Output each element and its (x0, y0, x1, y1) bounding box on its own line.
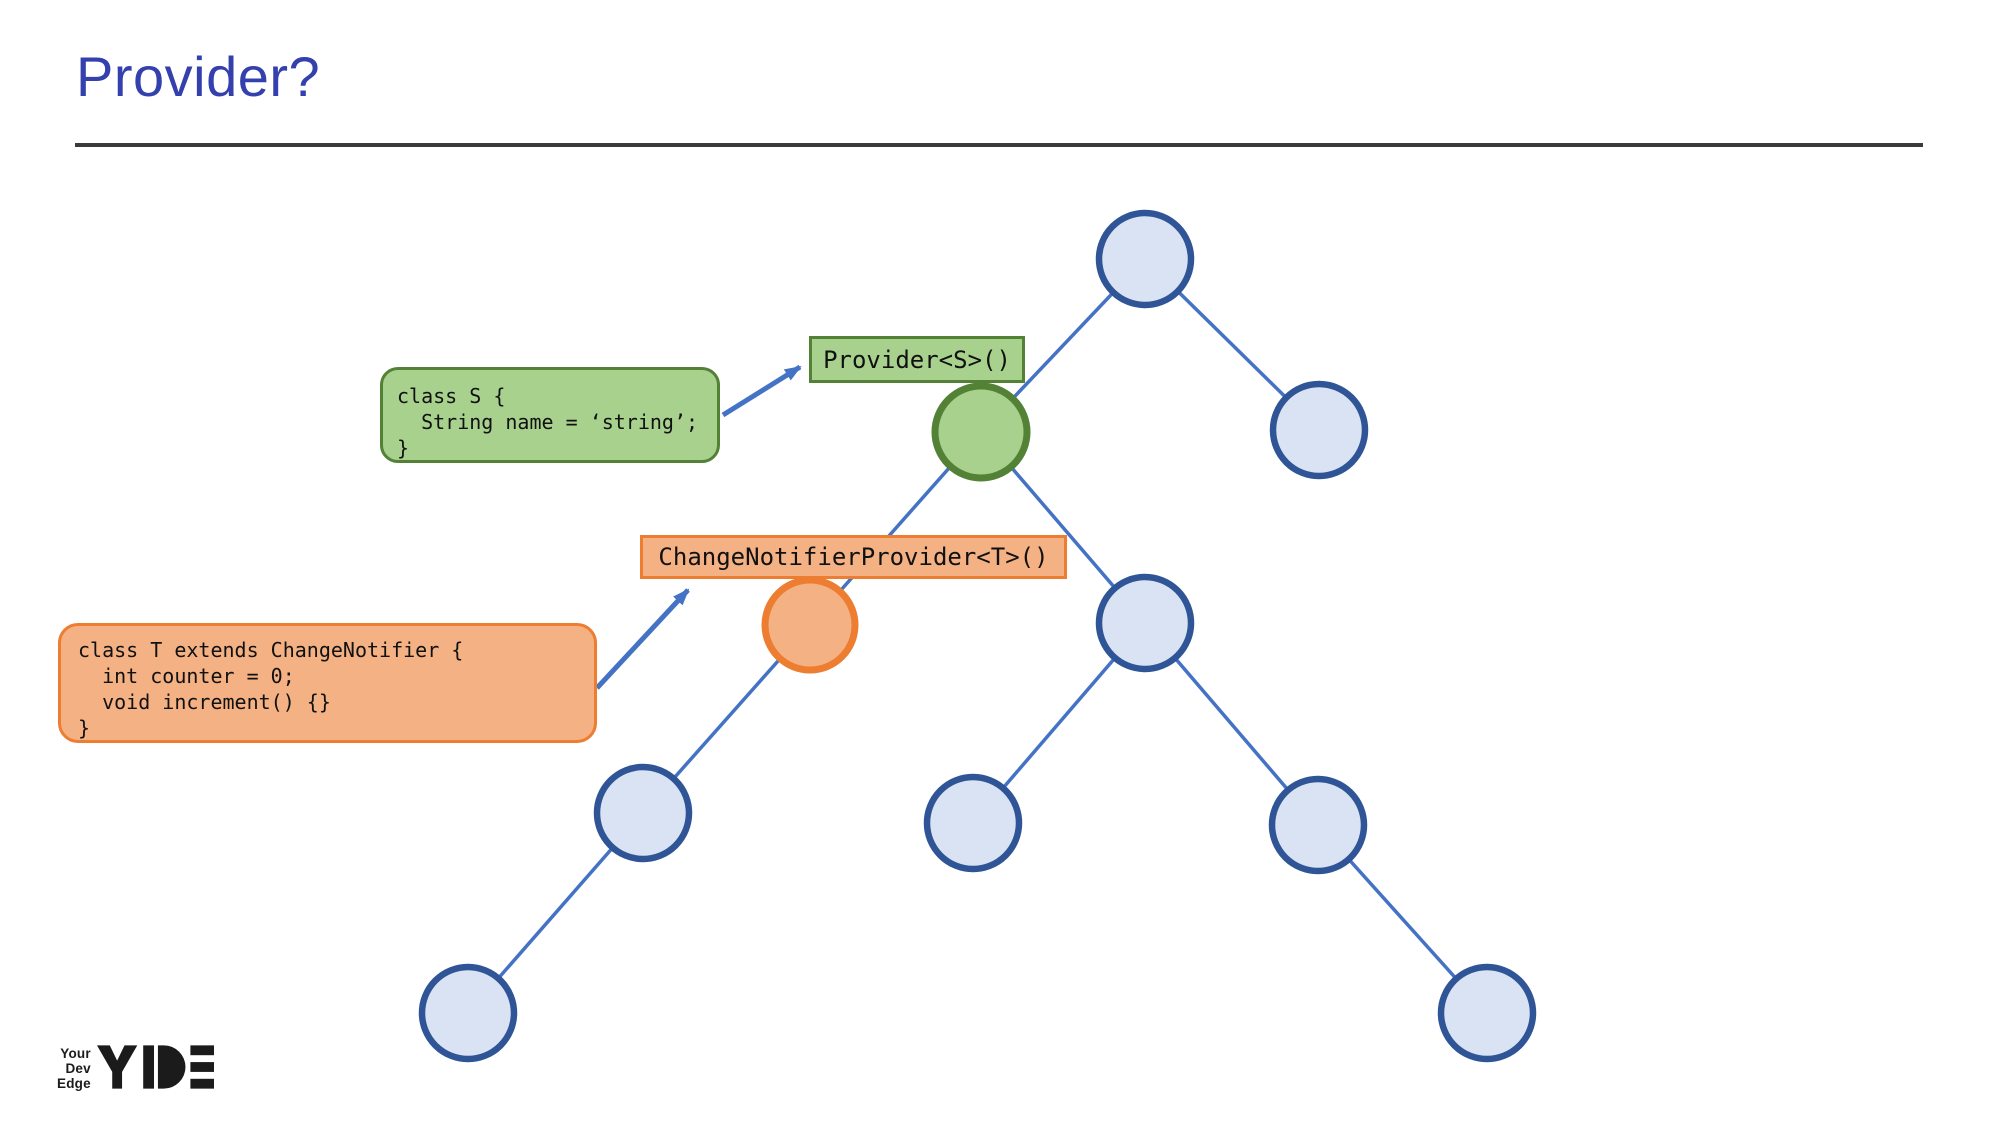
code-line: int counter = 0; (78, 664, 295, 688)
yde-logo: Your Dev Edge (57, 1045, 214, 1091)
tree-node-left (593, 763, 693, 863)
title-underline (75, 143, 1923, 147)
code-s-arrow (721, 364, 802, 418)
code-t-arrow (595, 588, 690, 690)
logo-word: Edge (57, 1076, 91, 1091)
tree-node-bottom-right (1437, 963, 1537, 1063)
logo-tagline: Your Dev Edge (57, 1046, 91, 1091)
logo-word: Dev (65, 1061, 91, 1076)
logo-letter-y (96, 1045, 138, 1089)
tree-node-bottom-left (418, 963, 518, 1063)
logo-word: Your (60, 1046, 91, 1061)
code-line: class S { (397, 384, 506, 408)
logo-letter-e-bar (190, 1045, 214, 1056)
code-line: String name = ‘string’; (397, 410, 699, 434)
tree-node-mid-right (1268, 775, 1368, 875)
logo-letter-d-bar (143, 1045, 154, 1089)
class-s-code-box: class S { String name = ‘string’; } (380, 367, 720, 463)
tree-node-change-notifier-provider (761, 576, 859, 674)
code-line: } (397, 436, 410, 460)
tree-node-mid-left (923, 773, 1023, 873)
code-line: } (78, 716, 91, 740)
tree-nodes (418, 209, 1537, 1063)
class-t-code-box: class T extends ChangeNotifier { int cou… (58, 623, 597, 743)
tree-node-provider (931, 382, 1031, 482)
change-notifier-provider-label: ChangeNotifierProvider<T>() (640, 535, 1067, 579)
logo-letter-e-bar (190, 1078, 214, 1089)
tree-node-middle (1095, 573, 1195, 673)
tree-node-root (1095, 209, 1195, 309)
code-line: class T extends ChangeNotifier { (78, 638, 464, 662)
code-line: void increment() {} (78, 690, 331, 714)
provider-label: Provider<S>() (809, 336, 1025, 383)
page-title: Provider? (76, 45, 321, 108)
logo-letter-e-bar (190, 1062, 214, 1072)
yde-logo-mark (96, 1045, 214, 1089)
logo-letter-d-bowl (157, 1045, 186, 1089)
tree-node-right-child (1269, 380, 1369, 480)
